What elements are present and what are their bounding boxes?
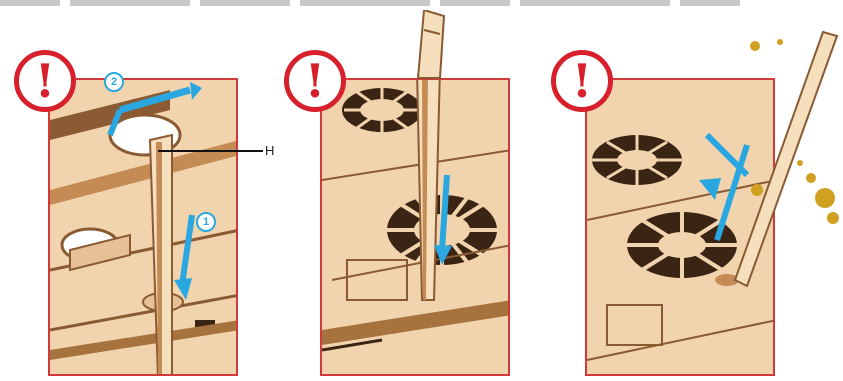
warning-icon: ! bbox=[14, 50, 76, 112]
exclamation-mark: ! bbox=[305, 58, 325, 104]
step-number-badge: 1 bbox=[196, 212, 216, 232]
warning-icon: ! bbox=[284, 50, 346, 112]
exclamation-mark: ! bbox=[35, 58, 55, 104]
assembly-step-panel-2 bbox=[320, 78, 510, 376]
warning-icon: ! bbox=[551, 50, 613, 112]
leader-line bbox=[158, 148, 263, 154]
tilted-peg-and-glue bbox=[725, 28, 843, 298]
step-number: 1 bbox=[203, 216, 209, 228]
peg-and-arrow bbox=[322, 80, 510, 376]
step-number: 2 bbox=[111, 76, 117, 88]
step-number-badge: 2 bbox=[104, 72, 124, 92]
peg-top bbox=[410, 10, 450, 80]
exclamation-mark: ! bbox=[572, 58, 592, 104]
part-label-h: H bbox=[265, 143, 274, 158]
